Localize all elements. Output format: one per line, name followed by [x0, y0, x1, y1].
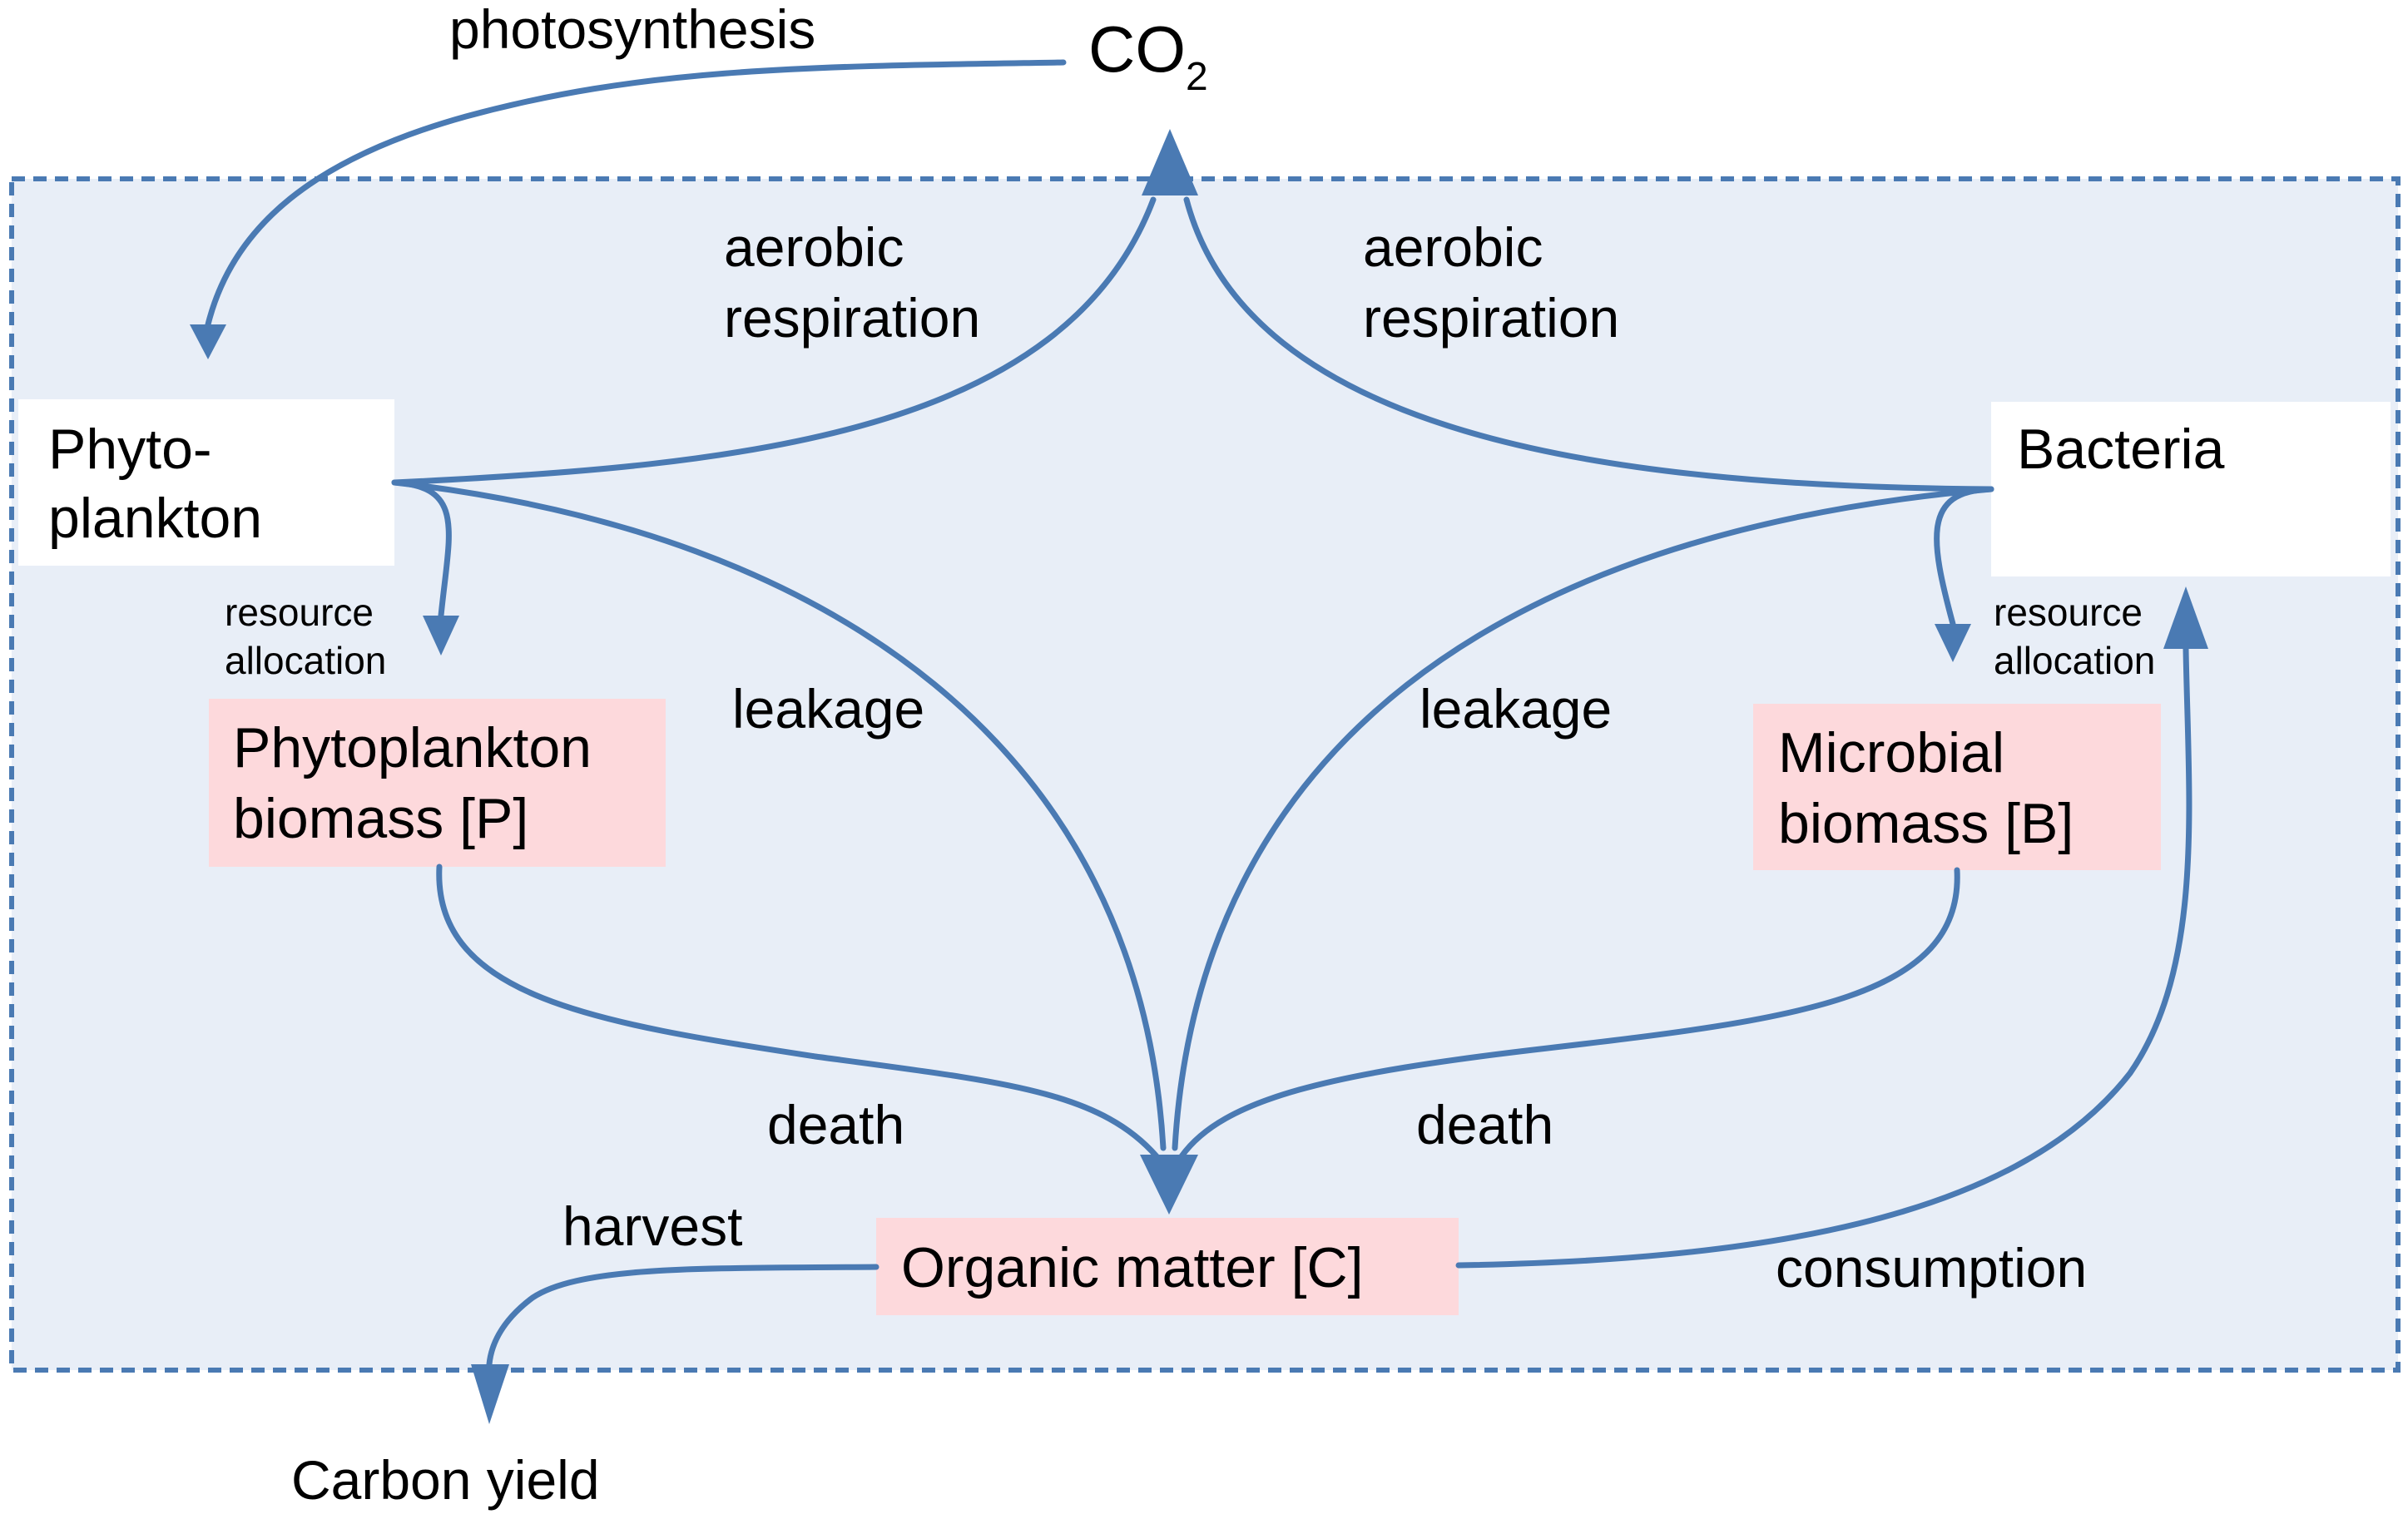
- death-right-label: death: [1416, 1094, 1553, 1155]
- allocation-right-label: resource allocation: [1994, 591, 2155, 682]
- co2-arrowhead: [1142, 129, 1198, 195]
- phytoplankton-box: [18, 399, 394, 566]
- photosynthesis-arrow: [205, 59, 1067, 328]
- allocation-left-arrow: [391, 479, 452, 619]
- death-right-arrow: [1178, 867, 1960, 1160]
- phytoplankton-label: Phyto- plankton: [48, 418, 262, 550]
- consumption-arrow: [1455, 646, 2192, 1269]
- bacteria-box: [1991, 402, 2391, 576]
- co2-label: CO2: [1088, 12, 1208, 99]
- allocation-left-label: resource allocation: [225, 591, 386, 682]
- carbon-yield-label: Carbon yield: [291, 1449, 600, 1511]
- consumption-label: consumption: [1776, 1237, 2087, 1299]
- death-left-arrow: [436, 863, 1160, 1160]
- harvest-arrow: [486, 1264, 879, 1368]
- respiration-right-label: aerobic respiration: [1363, 216, 1619, 349]
- photosynthesis-label: photosynthesis: [449, 0, 815, 60]
- leakage-left-arrow: [391, 479, 1167, 1151]
- respiration-right-arrow: [1183, 196, 1994, 492]
- bacteria-label: Bacteria: [2017, 418, 2225, 481]
- organic-matter-box: [876, 1218, 1459, 1315]
- allocation-left-arrowhead: [423, 616, 459, 656]
- phyto-biomass-box: [209, 699, 666, 867]
- leakage-right-arrow: [1172, 486, 1994, 1151]
- leakage-right-label: leakage: [1420, 678, 1612, 740]
- microbial-biomass-box: [1753, 704, 2161, 870]
- allocation-right-arrowhead: [1935, 624, 1971, 662]
- co2-subscript: 2: [1186, 55, 1208, 99]
- photosynthesis-arrowhead: [190, 324, 226, 359]
- harvest-arrowhead: [471, 1364, 509, 1424]
- phyto-biomass-label: Phytoplankton biomass [P]: [233, 716, 607, 850]
- organic-matter-arrowhead: [1140, 1155, 1198, 1215]
- respiration-left-label: aerobic respiration: [724, 216, 980, 349]
- leakage-left-label: leakage: [732, 678, 924, 740]
- allocation-right-arrow: [1934, 486, 1994, 627]
- death-left-label: death: [767, 1094, 904, 1155]
- organic-matter-label: Organic matter [C]: [901, 1236, 1364, 1299]
- consumption-arrowhead: [2163, 586, 2208, 649]
- microbial-biomass-label: Microbial biomass [B]: [1778, 721, 2074, 855]
- harvest-label: harvest: [562, 1195, 742, 1257]
- respiration-left-arrow: [391, 196, 1157, 486]
- flow-arrows: [190, 59, 2208, 1424]
